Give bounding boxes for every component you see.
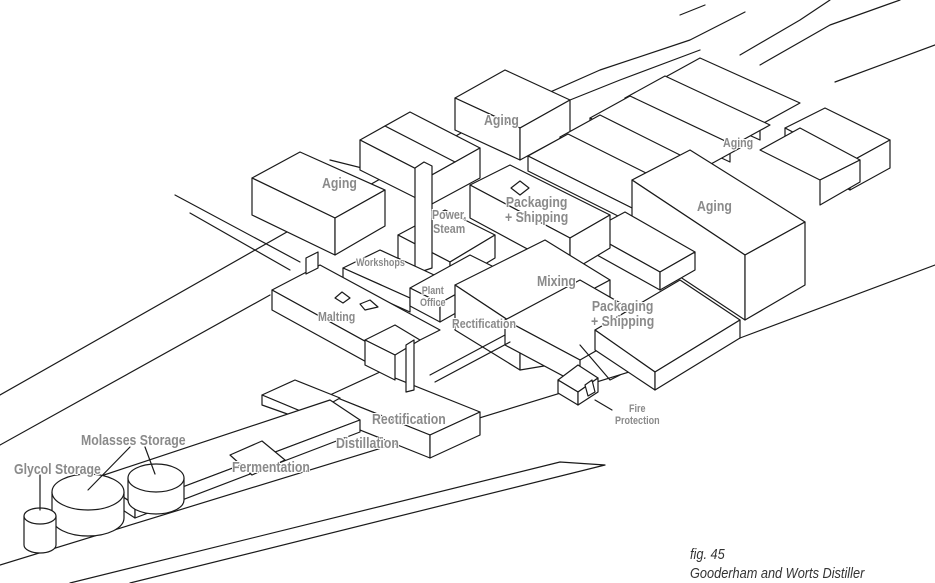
- building-packaging-bottom: [579, 279, 741, 391]
- label-aging-right-small: Aging: [723, 135, 754, 150]
- label-glycol-storage: Glycol Storage: [14, 461, 101, 478]
- label-molasses-storage: Molasses Storage: [81, 432, 186, 449]
- figure-title: Gooderham and Worts Distiller: [690, 565, 865, 582]
- label-mixing: Mixing: [537, 273, 576, 290]
- label-malting: Malting: [318, 309, 356, 324]
- building-aging-top: [454, 69, 571, 161]
- label-aging-right-big: Aging: [697, 198, 732, 215]
- building-aging-left: [251, 151, 386, 256]
- label-rectification-mid: Rectification: [452, 316, 516, 331]
- tank-molasses-large: [51, 473, 125, 537]
- building-fire-protection: [557, 364, 599, 406]
- label-power-steam: Power, Steam: [432, 207, 467, 236]
- label-fire-protection: Fire Protection: [615, 403, 660, 427]
- tank-glycol: [23, 507, 57, 554]
- label-distillation: Distillation: [336, 435, 399, 452]
- label-packaging-shipping-top: Packaging + Shipping: [505, 194, 569, 226]
- label-aging-top: Aging: [484, 112, 519, 129]
- label-workshops: Workshops: [356, 257, 405, 269]
- label-aging-left: Aging: [322, 175, 357, 192]
- label-plant-office: Plant Office: [420, 285, 446, 309]
- figure-number: fig. 45: [690, 546, 725, 563]
- tank-molasses-small: [127, 463, 185, 515]
- building-distillation: [261, 324, 481, 459]
- building-aging-center: [359, 111, 481, 206]
- label-packaging-shipping-bottom: Packaging + Shipping: [591, 298, 655, 330]
- label-fermentation: Fermentation: [232, 459, 310, 476]
- label-rectification-low: Rectification: [372, 411, 446, 428]
- leader-lines: [39, 399, 613, 511]
- pipe-rectification: [429, 334, 511, 383]
